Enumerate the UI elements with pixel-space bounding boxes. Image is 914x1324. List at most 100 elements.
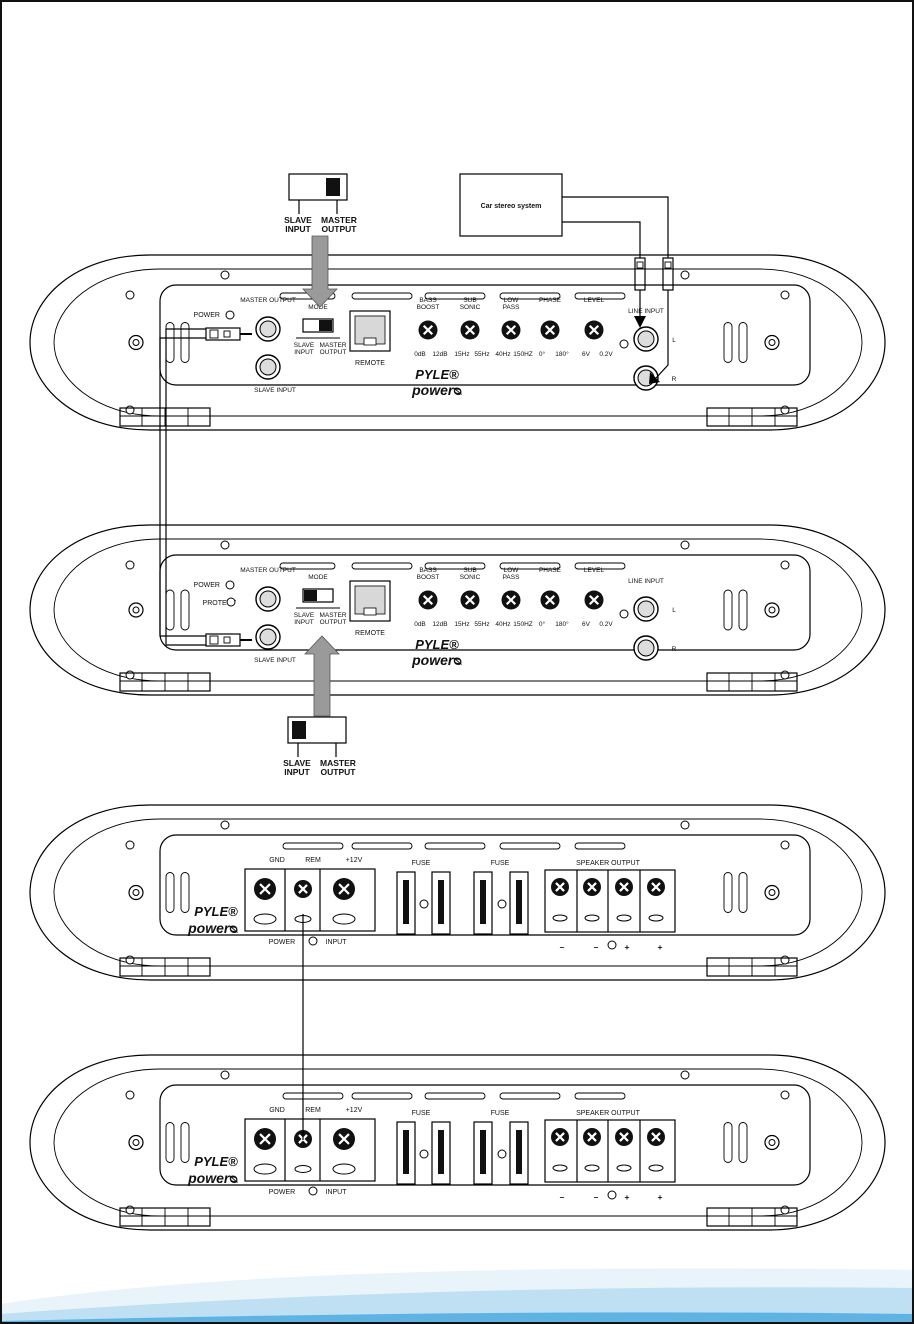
amp1-screw-hole-4 <box>780 405 790 415</box>
amp2-remote-port <box>349 580 391 622</box>
amp3-fuse-led-1 <box>419 899 429 909</box>
amp1-mode-switch-knob <box>319 320 332 331</box>
amp3-12v-hole <box>332 913 356 925</box>
amp3-fuse1-label: FUSE <box>412 860 431 867</box>
amp3-fuse-blade-4 <box>516 880 522 924</box>
amp4-fuse-led-2 <box>497 1149 507 1159</box>
amp2-knob-3-min: 40Hz <box>495 621 510 628</box>
amp2-knob-5-slot-b <box>588 594 600 606</box>
amp2-slot-3 <box>424 562 486 570</box>
amp3-gnd-label: GND <box>269 857 285 864</box>
amp2-knob-2-max: 55Hz <box>474 621 489 628</box>
amp1-vent-2 <box>180 322 190 363</box>
amp1-line-input-left <box>633 326 659 352</box>
amp2-knob-2-slot-b <box>464 594 476 606</box>
amp1-vent-4 <box>738 322 748 363</box>
amp3-power-terminal <box>244 868 376 932</box>
amp3-polarity-2: – <box>594 942 599 952</box>
amp2-screw-hole-2 <box>125 670 135 680</box>
amp4-speaker-screw-4-slot-b <box>651 1132 661 1142</box>
amp4-input-led <box>308 1186 318 1196</box>
link-cable-inner <box>159 337 206 637</box>
amp1-knob-5-max: 0.2V <box>599 351 613 358</box>
line-in-left-arrow <box>634 316 646 328</box>
amp2-slot-5 <box>574 562 626 570</box>
amp3-speaker-screw-3 <box>615 878 633 896</box>
amp4-inner-shell <box>53 1068 863 1217</box>
amp3-gnd-hole <box>253 913 277 925</box>
amp3-vent-3 <box>723 872 733 913</box>
amp4-gnd-screw-slot-b <box>259 1133 271 1145</box>
amp4-input-label: INPUT <box>326 1189 348 1196</box>
amp2-knob-5-min: 6V <box>582 621 591 628</box>
amp3-fuse-blade-3 <box>480 880 486 924</box>
amp1-knob-4-min: 0° <box>539 350 546 358</box>
amp3-speaker-screw-2-slot-b <box>587 882 597 892</box>
amp3-speaker-hole-3 <box>616 914 632 922</box>
amp3-gnd-screw-slot-b <box>259 883 271 895</box>
amp1-slave-input-jack <box>255 354 281 380</box>
amp2-knob-1-max: 12dB <box>432 621 447 628</box>
amp1-knob-2 <box>460 320 480 340</box>
amp3-brand-bottom: powerᴓ <box>187 920 238 936</box>
amp3-speaker-screw-4 <box>647 878 665 896</box>
amp3-screw-hole-2 <box>125 955 135 965</box>
amp4-polarity-4: + <box>658 1192 663 1202</box>
amp3-12v-label: +12V <box>346 857 363 864</box>
amp2-slave-input-label: SLAVE INPUT <box>254 657 296 664</box>
amp1-remote-port <box>349 310 391 352</box>
amp4-screw-hole-3 <box>780 1090 790 1100</box>
amp1-screw-hole-1 <box>125 290 135 300</box>
amp4-speaker-screw-2-slot-b <box>587 1132 597 1142</box>
amp4-panel <box>159 1084 811 1186</box>
bottom-mode-indicator-body <box>287 716 347 744</box>
amp1-screw-hole-2 <box>125 405 135 415</box>
amp2-knob-1-slot-b <box>422 594 434 606</box>
amp3-rem-label: REM <box>305 857 321 864</box>
amp1-line-input-label: LINE INPUT <box>628 308 664 315</box>
bottom-mode-indicator-knob <box>292 721 306 739</box>
amp4-12v-hole <box>332 1163 356 1175</box>
amp4-fuse-holder-4 <box>509 1121 529 1185</box>
amp1-outer-shell <box>29 254 886 431</box>
amp3-fuse-holder-1 <box>396 871 416 935</box>
amp4-rem-label: REM <box>305 1107 321 1114</box>
amp4-power-terminal <box>244 1118 376 1182</box>
amp3-12v-screw <box>333 878 355 900</box>
amp2-vent-3 <box>723 589 733 631</box>
amp1-knob-3-max: 150HZ <box>513 351 533 358</box>
amp3-vent-4 <box>738 872 748 913</box>
stereo-cable-left <box>562 221 641 258</box>
amp3-speaker-screw-1-slot-b <box>555 882 565 892</box>
amp4-screw-hole-2 <box>125 1205 135 1215</box>
top-mode-indicator-body <box>288 173 348 201</box>
amp3-speaker-output-label: SPEAKER OUTPUT <box>576 860 641 867</box>
amp2-line-input-left <box>633 596 659 622</box>
amp4-fuse-holder-3 <box>473 1121 493 1185</box>
amp4-speaker-screw-1 <box>551 1128 569 1146</box>
amp3-screw-hole-1 <box>125 840 135 850</box>
amp3-screw-hole-6 <box>680 820 690 830</box>
amp3-input-led <box>308 936 318 946</box>
amp3-fuse-blade-1 <box>403 880 409 924</box>
amp1-knob-2-max: 55Hz <box>474 351 489 358</box>
amp1-slot-2 <box>351 292 413 300</box>
amp1-slot-5 <box>574 292 626 300</box>
amp2-mode-label: MODE <box>308 574 328 581</box>
link-cable-outer <box>165 328 206 646</box>
amp4-vent-2 <box>180 1122 190 1163</box>
amp1-line-input-left-core <box>637 330 655 348</box>
amp2-knob-4-slot-b <box>544 594 556 606</box>
amp4-fuse-blade-3 <box>480 1130 486 1174</box>
amp1-mode-switch <box>302 318 334 333</box>
amp2-vent-2 <box>180 589 190 631</box>
